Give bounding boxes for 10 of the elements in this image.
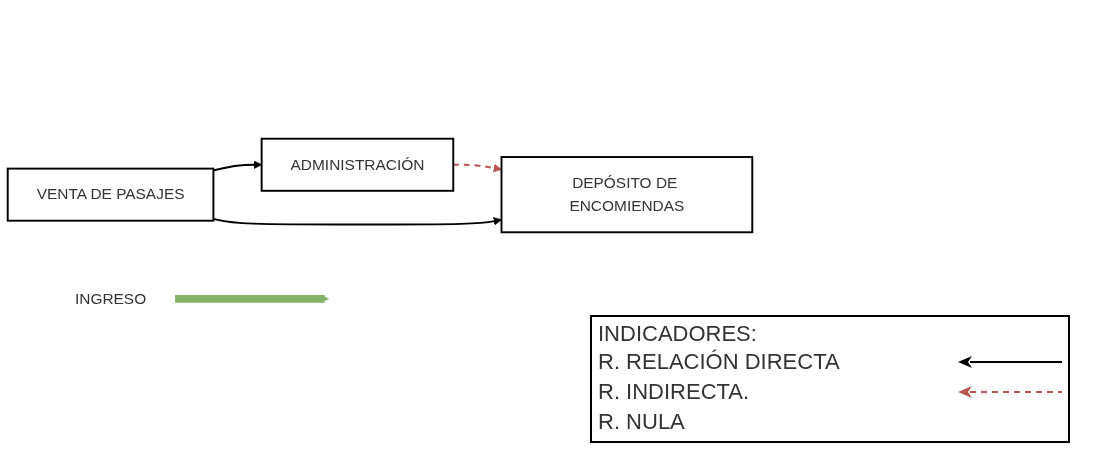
process-box: DEPÓSITO DE ENCOMIENDAS (500, 156, 754, 234)
legend-title: INDICADORES: (598, 321, 758, 347)
process-box: VENTA DE PASAJES (6, 167, 215, 222)
legend-label: R. NULA (598, 409, 685, 435)
legend-label: R. RELACIÓN DIRECTA (598, 349, 840, 375)
process-box: ADMINISTRACIÓN (260, 137, 455, 192)
arrow (212, 217, 502, 226)
arrow (212, 160, 262, 172)
text-label: INGRESO (74, 290, 147, 307)
legend-label: R. INDIRECTA. (598, 379, 750, 405)
